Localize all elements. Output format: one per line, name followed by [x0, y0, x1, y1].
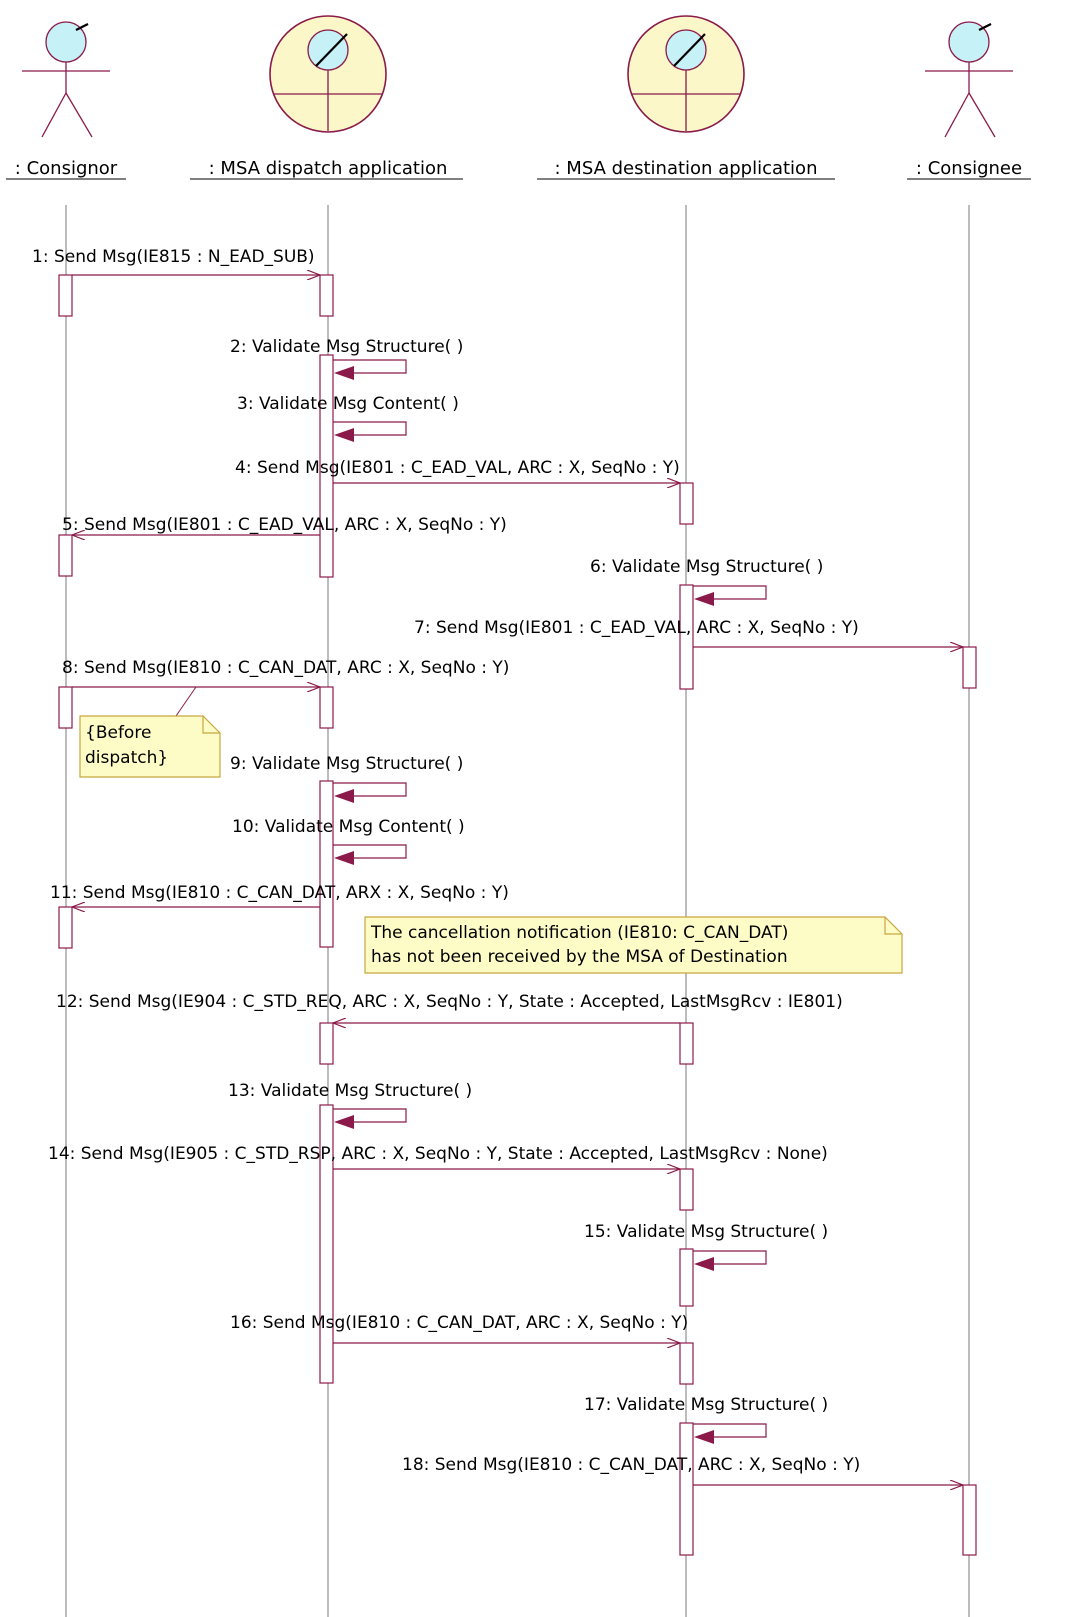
message-label: 12: Send Msg(IE904 : C_STD_REQ, ARC : X,…	[56, 992, 843, 1012]
activation-bar	[679, 1248, 694, 1307]
activation-bar	[962, 1484, 977, 1556]
boundary-icon	[627, 15, 745, 133]
note-line: dispatch}	[85, 748, 168, 768]
message-label: 1: Send Msg(IE815 : N_EAD_SUB)	[32, 247, 315, 267]
note-before-dispatch: {Before dispatch}	[79, 686, 221, 778]
message-label: 5: Send Msg(IE801 : C_EAD_VAL, ARC : X, …	[62, 515, 507, 535]
message-label: 11: Send Msg(IE810 : C_CAN_DAT, ARX : X,…	[50, 883, 509, 903]
self-message-arrow	[333, 1108, 407, 1123]
message-label: 2: Validate Msg Structure( )	[230, 337, 463, 357]
activation-bar	[58, 274, 73, 317]
participant-consignor: : Consignor	[6, 21, 126, 180]
arrow-head	[334, 851, 354, 865]
activation-bar	[319, 274, 334, 317]
activation-bar	[58, 534, 73, 577]
arrow-head	[334, 366, 354, 380]
note-line: has not been received by the MSA of Dest…	[371, 947, 788, 967]
arrow-head	[334, 789, 354, 803]
activation-bar	[679, 584, 694, 690]
self-message-arrow	[693, 1250, 767, 1265]
arrow-head	[694, 1430, 714, 1444]
note-cancellation: The cancellation notification (IE810: C_…	[364, 916, 903, 974]
activation-bar	[962, 646, 977, 689]
message-label: 10: Validate Msg Content( )	[232, 817, 465, 837]
self-message-arrow	[333, 359, 407, 374]
message-label: 6: Validate Msg Structure( )	[590, 557, 823, 577]
activation-bar	[679, 1022, 694, 1065]
activation-bar	[58, 906, 73, 949]
message-label: 4: Send Msg(IE801 : C_EAD_VAL, ARC : X, …	[235, 458, 680, 478]
activation-bar	[679, 1168, 694, 1211]
participant-label: : MSA dispatch application	[209, 158, 448, 179]
messages: 1: Send Msg(IE815 : N_EAD_SUB) 2: Valida…	[32, 247, 963, 1485]
self-message-arrow	[333, 421, 407, 436]
message-label: 17: Validate Msg Structure( )	[584, 1395, 828, 1415]
activation-bar	[679, 482, 694, 525]
activation-bar	[679, 1342, 694, 1385]
participant-label: : MSA destination application	[555, 158, 818, 179]
arrow-head	[694, 1257, 714, 1271]
activation-bar	[58, 686, 73, 729]
activation-bars	[58, 274, 977, 1556]
message-label: 3: Validate Msg Content( )	[237, 394, 459, 414]
self-message-arrow	[333, 782, 407, 797]
self-message-arrow	[693, 585, 767, 600]
note-line: The cancellation notification (IE810: C_…	[370, 923, 788, 943]
arrow-head	[334, 1115, 354, 1129]
actor-icon	[925, 21, 1013, 138]
activation-bar	[319, 780, 334, 948]
participant-dispatch: : MSA dispatch application	[190, 15, 463, 180]
message-label: 18: Send Msg(IE810 : C_CAN_DAT, ARC : X,…	[402, 1455, 860, 1475]
participant-destination: : MSA destination application	[537, 15, 835, 180]
message-label: 7: Send Msg(IE801 : C_EAD_VAL, ARC : X, …	[414, 618, 859, 638]
activation-bar	[679, 1422, 694, 1556]
message-label: 16: Send Msg(IE810 : C_CAN_DAT, ARC : X,…	[230, 1313, 688, 1333]
message-label: 15: Validate Msg Structure( )	[584, 1222, 828, 1242]
activation-bar	[319, 686, 334, 729]
activation-bar	[319, 1022, 334, 1065]
activation-bar	[319, 1104, 334, 1384]
participant-label: : Consignor	[15, 158, 118, 179]
self-message-arrow	[693, 1423, 767, 1438]
note-line: {Before	[85, 723, 151, 743]
message-label: 9: Validate Msg Structure( )	[230, 754, 463, 774]
boundary-icon	[269, 15, 387, 133]
self-message-arrow	[333, 844, 407, 859]
actor-icon	[22, 21, 110, 138]
arrow-head	[694, 592, 714, 606]
arrow-head	[334, 428, 354, 442]
message-label: 8: Send Msg(IE810 : C_CAN_DAT, ARC : X, …	[62, 658, 509, 678]
participant-consignee: : Consignee	[907, 21, 1031, 180]
activation-bar	[319, 354, 334, 578]
lifelines	[65, 205, 970, 1617]
participant-label: : Consignee	[916, 158, 1022, 179]
message-label: 13: Validate Msg Structure( )	[228, 1081, 472, 1101]
message-label: 14: Send Msg(IE905 : C_STD_RSP, ARC : X,…	[48, 1144, 828, 1164]
